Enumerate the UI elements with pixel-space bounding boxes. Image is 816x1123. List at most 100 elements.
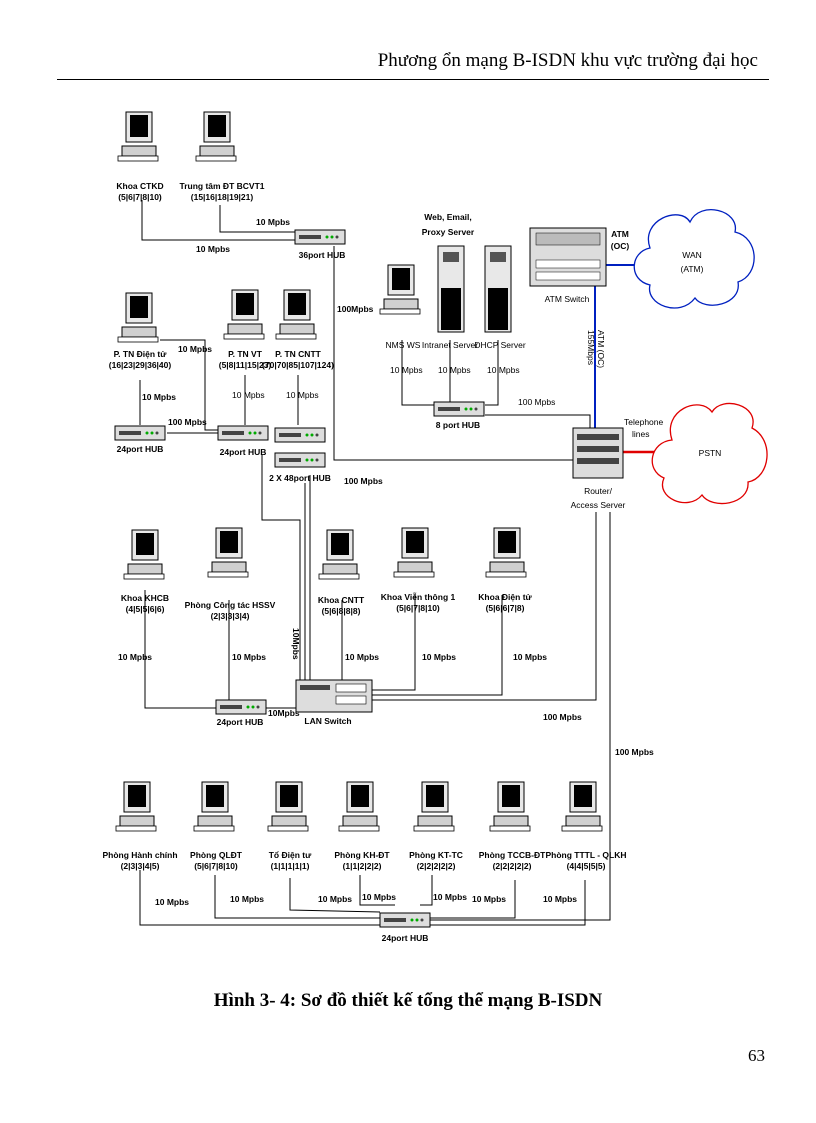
computer-sub: (1|1|2|2|2) xyxy=(343,861,382,871)
link-labels: 10 Mpbs 10 Mpbs 100Mpbs 10 Mpbs 10 Mpbs … xyxy=(118,217,664,907)
link-label: 10 Mpbs xyxy=(232,390,265,400)
link-label: 10 Mpbs xyxy=(155,897,189,907)
computer-label: Phòng KH-ĐT xyxy=(334,850,390,860)
link-label: 100 Mpbs xyxy=(344,476,383,486)
link-label: 10 Mpbs xyxy=(230,894,264,904)
link-label: 10 Mpbs xyxy=(433,892,467,902)
hub-24port-a: 24port HUB xyxy=(114,425,166,454)
computer-sub: (4|4|5|5|5) xyxy=(567,861,606,871)
hub-label: 24port HUB xyxy=(117,444,164,454)
link-label: 100 Mpbs xyxy=(518,397,555,407)
computer-label: Tổ Điện tư xyxy=(269,850,312,860)
nms-label: NMS WS xyxy=(386,340,421,350)
computer-label: Trung tâm ĐT BCVT1 xyxy=(179,181,264,191)
hub-label: 24port HUB xyxy=(220,447,267,457)
lan-switch: LAN Switch xyxy=(295,679,373,726)
computer-label: Khoa KHCB xyxy=(121,593,169,603)
computer-label: Phòng TTTL - QLKH xyxy=(545,850,626,860)
link-label: 10 Mpbs xyxy=(472,894,506,904)
computer-label: P. TN CNTT xyxy=(275,349,321,359)
servers-title: Web, Email, xyxy=(424,212,472,222)
hub-24port-b: 24port HUB xyxy=(217,425,269,457)
connection-lines xyxy=(139,200,611,926)
link-label: 10 Mpbs xyxy=(118,652,152,662)
link-label: 10 Mpbs xyxy=(256,217,290,227)
computer-sub: (5|8|11|15|23) xyxy=(219,360,272,370)
computer-c12: Phòng QLĐT (5|6|7|8|10) xyxy=(190,781,243,871)
header-rule xyxy=(57,79,769,80)
intranet-label: Intranet Server xyxy=(422,340,478,350)
link-label: 100 Mpbs xyxy=(168,417,207,427)
computer-label: Phòng QLĐT xyxy=(190,850,243,860)
link-label: 155Mbps xyxy=(586,330,596,365)
link-label: 10 Mpbs xyxy=(345,652,379,662)
computer-c16: Phòng TCCB-ĐT (2|2|2|2|2) xyxy=(479,781,546,871)
computer-sub: (1|1|1|1|1) xyxy=(271,861,310,871)
computer-c11: Phòng Hành chính (2|3|3|4|5) xyxy=(102,781,178,871)
computer-c13: Tổ Điện tư (1|1|1|1|1) xyxy=(267,781,312,871)
link-label: 10 Mpbs xyxy=(487,365,520,375)
link-label: 10 Mpbs xyxy=(362,892,396,902)
computer-sub: (5|6|6|7|8) xyxy=(486,603,525,613)
link-label: 10 Mpbs xyxy=(513,652,547,662)
dhcp-label: DHCP Server xyxy=(474,340,525,350)
hub-label: 24port HUB xyxy=(217,717,264,727)
router-label: Access Server xyxy=(571,500,626,510)
figure-caption: Hình 3- 4: Sơ đồ thiết kế tổng thể mạng … xyxy=(213,990,603,1011)
link-label: 100 Mpbs xyxy=(615,747,654,757)
computer-sub: (2|2|2|2|2) xyxy=(493,861,532,871)
link-label: 10 Mpbs xyxy=(142,392,176,402)
atm-oc-label: ATM xyxy=(611,229,629,239)
intranet-server xyxy=(437,245,465,333)
computer-c15: Phòng KT-TC (2|2|2|2|2) xyxy=(409,781,463,871)
computer-label: Khoa CTKD xyxy=(116,181,163,191)
computer-label: Phòng Hành chính xyxy=(102,850,177,860)
hub-36port: 36port HUB xyxy=(294,229,346,260)
server-group: Web, Email, Proxy Server NMS WS Intranet… xyxy=(379,212,526,350)
link-label: 100Mpbs xyxy=(337,304,374,314)
computer-sub: (2|2|2|2|2) xyxy=(417,861,456,871)
computer-sub: (70|70|85|107|124) xyxy=(262,360,334,370)
computer-sub: (2|3|3|4|5) xyxy=(121,861,160,871)
computer-c6: Khoa KHCB (4|5|5|6|6) xyxy=(121,529,169,614)
link-label: 10 Mpbs xyxy=(543,894,577,904)
pstn-cloud: PSTN xyxy=(651,402,768,505)
hub-label: 36port HUB xyxy=(299,250,346,260)
computer-sub: (5|6|7|8|10) xyxy=(396,603,440,613)
servers-title: Proxy Server xyxy=(422,227,475,237)
computer-label: Khoa Viễn thông 1 xyxy=(381,592,456,602)
computer-c1: Khoa CTKD (5|6|7|8|10) xyxy=(116,111,164,202)
header-title: Phương ổn mạng B-ISDN khu vực trường đại… xyxy=(377,50,758,71)
computer-label: Khoa CNTT xyxy=(318,595,365,605)
link-label: 10 Mpbs xyxy=(286,390,319,400)
computer-c2: Trung tâm ĐT BCVT1 (15|16|18|19|21) xyxy=(179,111,265,202)
link-label: 10 Mpbs xyxy=(390,365,423,375)
link-label: 10Mpbs xyxy=(268,708,300,718)
computer-sub: (15|16|18|19|21) xyxy=(191,192,254,202)
computer-label: Phòng Công tác HSSV xyxy=(185,600,276,610)
wan-label: WAN xyxy=(682,250,702,260)
pstn-label: PSTN xyxy=(699,448,722,458)
hub-24port-d: 24port HUB xyxy=(379,912,431,943)
page-number: 63 xyxy=(748,1046,765,1065)
computer-sub: (5|6|8|8|8) xyxy=(322,606,361,616)
link-label: 100 Mpbs xyxy=(543,712,582,722)
computer-c17: Phòng TTTL - QLKH (4|4|5|5|5) xyxy=(545,781,627,871)
wan-sub-label: (ATM) xyxy=(681,264,704,274)
link-label: 10 Mpbs xyxy=(318,894,352,904)
computer-c4: P. TN VT (5|8|11|15|23) xyxy=(219,289,272,370)
link-label: Telephone xyxy=(624,417,664,427)
link-label: 10 Mpbs xyxy=(232,652,266,662)
atm-switch: ATM Switch ATM (OC) xyxy=(529,227,629,304)
hub-label: 24port HUB xyxy=(382,933,429,943)
lan-switch-label: LAN Switch xyxy=(304,716,351,726)
computer-c10: Khoa Điện tử (5|6|6|7|8) xyxy=(478,527,533,613)
router-label: Router/ xyxy=(584,486,613,496)
link-label: lines xyxy=(632,429,649,439)
computer-c14: Phòng KH-ĐT (1|1|2|2|2) xyxy=(334,781,390,871)
computer-sub: (2|3|3|3|4) xyxy=(211,611,250,621)
atm-switch-label: ATM Switch xyxy=(545,294,590,304)
computer-sub: (5|6|7|8|10) xyxy=(194,861,238,871)
link-label: ATM (OC) xyxy=(596,330,606,368)
computer-sub: (5|6|7|8|10) xyxy=(118,192,162,202)
